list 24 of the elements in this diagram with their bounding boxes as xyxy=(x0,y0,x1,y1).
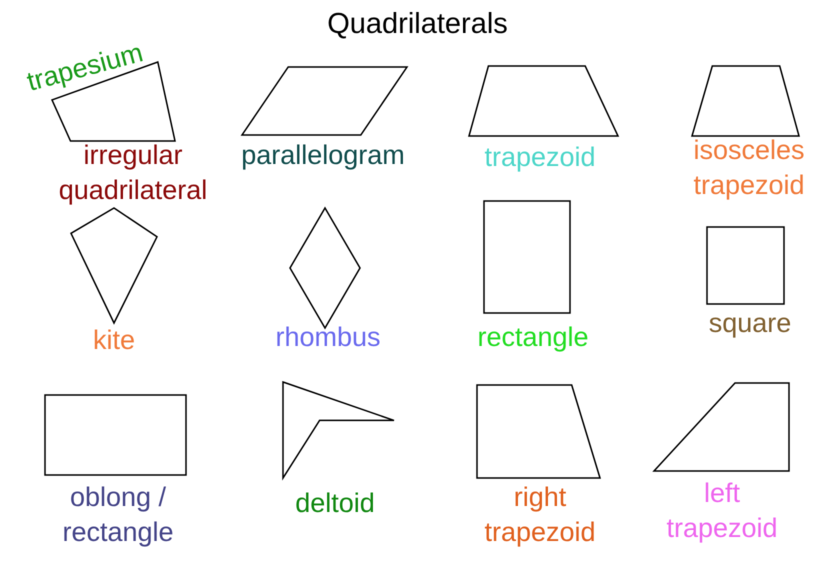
shape-name: left trapezoid xyxy=(665,477,779,545)
square-outline xyxy=(706,226,785,305)
trapezoid-outline xyxy=(468,65,620,137)
shape-name: deltoid xyxy=(294,487,376,520)
kite-outline xyxy=(70,207,158,325)
shape-name: trapesium xyxy=(22,36,147,99)
shape-name: square xyxy=(708,307,792,340)
trapezoid-outline xyxy=(691,65,800,137)
shape-name: kite xyxy=(92,324,136,357)
title: Quadrilaterals xyxy=(326,8,509,41)
shape-name: oblong / rectangle xyxy=(61,481,175,549)
parallelogram-outline xyxy=(240,66,408,136)
rectangle-outline xyxy=(44,394,187,476)
shape-name: right trapezoid xyxy=(483,481,597,549)
shape-name: isosceles trapezoid xyxy=(692,134,806,202)
shape-name: parallelogram xyxy=(240,139,406,172)
deltoid-outline xyxy=(282,380,395,481)
trapezoid-outline xyxy=(652,382,790,472)
shape-name: irregular quadrilateral xyxy=(58,139,208,207)
shape-name: rectangle xyxy=(476,321,590,354)
shape-name: rhombus xyxy=(274,321,382,354)
shape-name: trapezoid xyxy=(483,141,597,174)
rectangle-outline xyxy=(483,200,571,314)
trapezoid-outline xyxy=(476,384,602,479)
